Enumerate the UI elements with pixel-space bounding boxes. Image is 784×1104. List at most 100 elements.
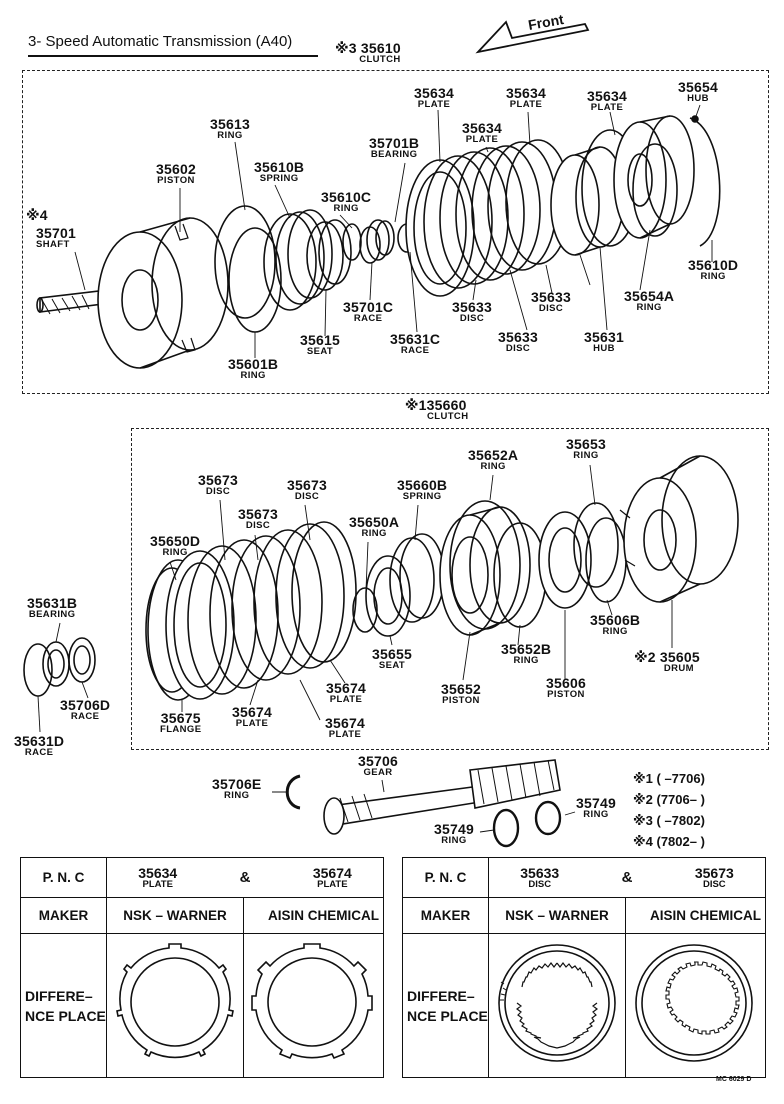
ring-35706E [285,774,301,810]
ring-35650A [352,587,378,633]
legend-row: ※4 (7802– ) [633,834,705,849]
piston-35606 [538,511,592,609]
nsk-plate-illustration [106,933,245,1078]
disc-inner-spline-icon [498,944,616,1062]
ring-35613 [214,205,276,319]
ring-35610C [342,223,362,261]
piston-35602 [97,217,229,369]
spring-35610B [263,209,333,311]
ring-35749-b [534,800,562,836]
race-35701C [359,226,381,264]
title-underline [28,55,318,57]
legend-row: ※1 ( –7706) [633,771,705,786]
clutch-box-upper [22,70,769,394]
maker-nsk-warner: NSK – WARNER [488,897,627,934]
maker-header: MAKER [401,897,490,934]
clutch-pack-upper [405,139,571,297]
aisin-plate-illustration [243,933,384,1078]
plate-outer-tab-icon [251,943,373,1060]
hub-35654 [613,115,695,239]
ring-35749-a [492,808,520,848]
callout-35701-shaft: ※4 35701 SHAFT [26,207,76,250]
piston-35652 [439,506,531,636]
clutch-pack-lower [165,521,357,700]
plate-outer-tab-icon [116,943,234,1059]
hub-35631 [550,146,625,256]
callout-35605-drum: ※2 35605 DRUM [634,649,700,674]
figure-code: MC 6029 D [716,1076,752,1083]
pnc-header: P. N. C [19,857,108,898]
maker-aisin-chemical: AISIN CHEMICAL [243,897,384,934]
aisin-disc-illustration [625,933,766,1078]
gear-35706 [323,759,561,835]
diagram-title: 3- Speed Automatic Transmission (A40) [28,33,293,50]
maker-nsk-warner: NSK – WARNER [106,897,245,934]
legend-row: ※3 ( –7802) [633,813,705,828]
group-callout-35660: ※135660 CLUTCH [404,397,469,422]
clutch-box-lower [131,428,769,750]
maker-header: MAKER [19,897,108,934]
ring-35610D [689,117,721,247]
maker-aisin-chemical: AISIN CHEMICAL [625,897,766,934]
disc-inner-spline-icon [635,944,753,1062]
ring-35654A [632,143,678,237]
legend-row: ※2 (7706– ) [633,792,705,807]
bearing-35701B [366,219,395,261]
nsk-disc-illustration [488,933,627,1078]
ring-35653 [573,502,619,588]
difference-place-label: DIFFERE– NCE PLACE [19,933,108,1078]
group-callout-35610: ※3 35610 CLUTCH [335,40,401,65]
drum-35605 [619,455,739,603]
seat-35615 [306,219,352,291]
ring-35606B [585,517,627,603]
